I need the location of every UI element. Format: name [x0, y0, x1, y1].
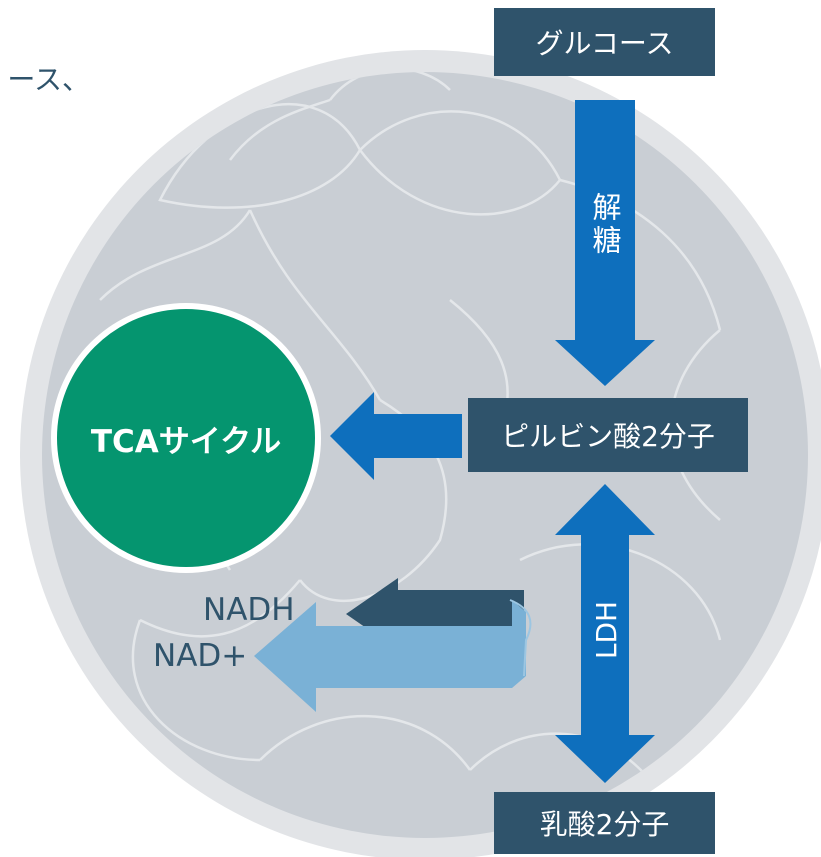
ldh-double-arrow [555, 484, 655, 783]
pyruvate-node: ピルビン酸2分子 [468, 398, 748, 472]
tca-arrow [330, 392, 462, 480]
tca-cycle-node [51, 303, 321, 573]
nad-cycle-arrow [254, 578, 532, 712]
glycolysis-label: 解糖 [588, 192, 622, 258]
nad-plus-arrow [254, 600, 526, 712]
lactate-node: 乳酸2分子 [494, 792, 715, 854]
nadh-label: NADH [203, 592, 295, 628]
glucose-node: グルコース [494, 8, 715, 76]
nad-plus-label: NAD+ [153, 638, 248, 674]
glycolysis-arrow [555, 100, 655, 386]
tca-cycle-label: TCAサイクル [90, 423, 282, 460]
cut-off-text: ース、 [7, 63, 90, 96]
ldh-label: LDH [589, 600, 623, 660]
cell-texture [59, 72, 722, 781]
